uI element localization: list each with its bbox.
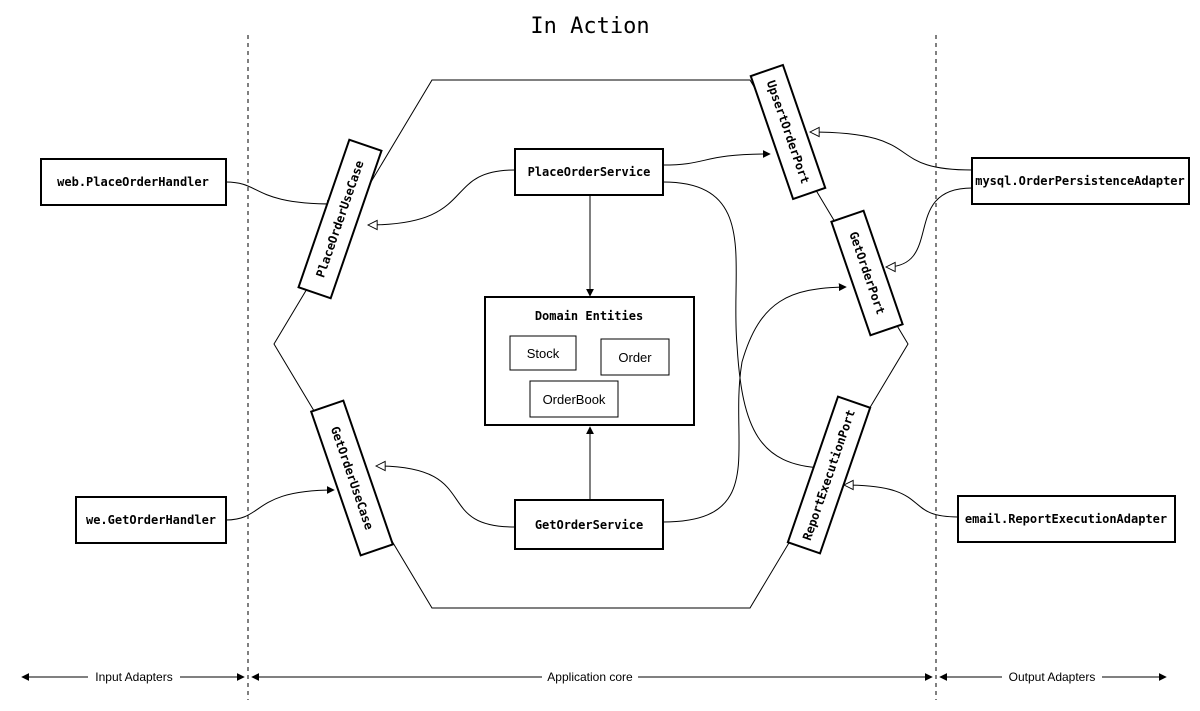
entity-label: OrderBook	[543, 392, 606, 407]
edge-mysql-implements-upsert-port	[810, 132, 973, 171]
output-adapter-mysql-order-persistence[interactable]: mysql.OrderPersistenceAdapter	[971, 157, 1190, 205]
edge-web-handler-to-place-usecase	[225, 181, 335, 208]
domain-title: Domain Entities	[535, 309, 643, 323]
layer-output-adapters: Output Adapters	[939, 670, 1167, 684]
application-hexagon	[273, 79, 909, 609]
input-adapter-we-get-order-handler[interactable]: we.GetOrderHandler	[75, 496, 227, 544]
service-label: PlaceOrderService	[528, 165, 651, 179]
layer-label: Input Adapters	[95, 670, 172, 684]
service-place-order[interactable]: PlaceOrderService	[514, 148, 664, 196]
use-case-get-order[interactable]: GetOrderUseCase	[309, 399, 395, 557]
port-get-order[interactable]: GetOrderPort	[830, 209, 904, 337]
domain-entities-box[interactable]: Domain Entities Stock Order OrderBook	[484, 296, 695, 426]
layer-input-adapters: Input Adapters	[21, 670, 245, 684]
edge-get-handler-to-get-usecase	[225, 486, 335, 521]
layer-label: Output Adapters	[1009, 670, 1096, 684]
layer-label: Application core	[547, 670, 633, 684]
layer-application-core: Application core	[251, 670, 933, 684]
edge-place-service-to-upsert-port	[662, 150, 771, 166]
input-adapter-label: we.GetOrderHandler	[86, 513, 216, 527]
entity-label: Order	[618, 350, 652, 365]
entity-label: Stock	[527, 346, 560, 361]
edge-get-service-implements-usecase	[376, 466, 516, 528]
entity-order-book[interactable]: OrderBook	[529, 380, 619, 418]
connections	[225, 132, 973, 528]
edge-place-service-implements-usecase	[368, 169, 516, 225]
output-adapter-email-report-execution[interactable]: email.ReportExecutionAdapter	[957, 495, 1176, 543]
output-adapter-label: mysql.OrderPersistenceAdapter	[975, 174, 1185, 188]
output-adapter-label: email.ReportExecutionAdapter	[965, 512, 1167, 526]
input-adapter-label: web.PlaceOrderHandler	[57, 175, 209, 189]
use-case-place-order[interactable]: PlaceOrderUseCase	[297, 138, 383, 300]
diagram-title: In Action	[530, 14, 649, 39]
input-adapter-web-place-order-handler[interactable]: web.PlaceOrderHandler	[40, 158, 227, 206]
port-report-execution[interactable]: ReportExecutionPort	[786, 395, 872, 555]
service-label: GetOrderService	[535, 518, 643, 532]
entity-order[interactable]: Order	[600, 338, 670, 376]
edge-mysql-implements-get-port	[886, 187, 973, 267]
edge-get-service-to-get-port	[662, 283, 847, 523]
service-get-order[interactable]: GetOrderService	[514, 499, 664, 550]
edge-place-service-to-report-port	[662, 181, 823, 472]
edge-email-implements-report-port	[844, 485, 959, 518]
entity-stock[interactable]: Stock	[509, 335, 577, 371]
